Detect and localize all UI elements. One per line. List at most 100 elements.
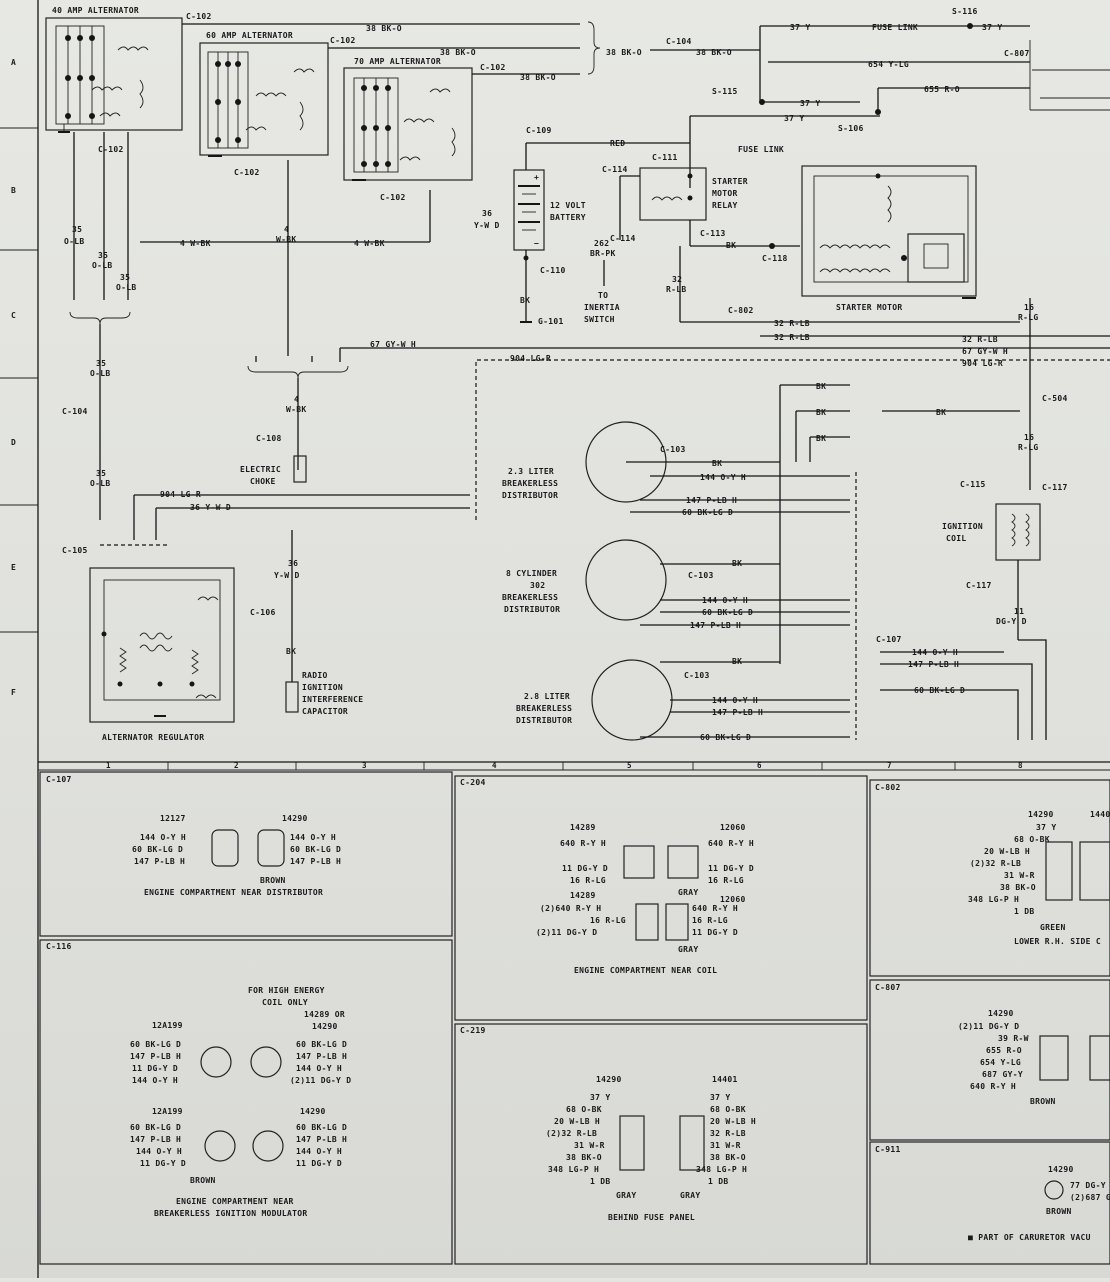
inertia-label-3: SWITCH (584, 315, 615, 324)
wire-32-e: 32 R-LB (962, 335, 998, 344)
c204-caption: ENGINE COMPARTMENT NEAR COIL (574, 966, 717, 975)
wire-37-c: 37 Y (800, 99, 820, 108)
row-marker-a: A (11, 58, 16, 67)
dist23-label-3: DISTRIBUTOR (502, 491, 558, 500)
wire-38-e: 38 BK-O (696, 48, 732, 57)
relay-label-2: MOTOR (712, 189, 738, 198)
battery-label-2: BATTERY (550, 213, 586, 222)
c802-left-5: 38 BK-O (1000, 883, 1036, 892)
wire-red: RED (610, 139, 625, 148)
left-harness: C-102 C-102 C-102 35 O-LB 35 O-LB 35 O-L… (62, 132, 499, 520)
c103-label-b: C-103 (688, 571, 714, 580)
c911-right-1: (2)687 G (1070, 1193, 1110, 1202)
c107-right-0: 144 O-Y H (290, 833, 336, 842)
radio-label-1: RADIO (302, 671, 328, 680)
c116-a-right-part-2: 14290 (312, 1022, 338, 1031)
c802-color: GREEN (1040, 923, 1066, 932)
coil-label-2: COIL (946, 534, 966, 543)
c219-right-5: 38 BK-O (710, 1153, 746, 1162)
c204-b-right-1: 16 R-LG (692, 916, 728, 925)
c107-left-1: 60 BK-LG D (132, 845, 183, 854)
c116-note-2: COIL ONLY (262, 998, 308, 1007)
ignition-coil: C-115 C-117 IGNITION COIL C-117 11 DG-Y … (942, 480, 1067, 740)
wire-bk-a: BK (816, 382, 826, 391)
c116-a-right-2: 144 O-Y H (296, 1064, 342, 1073)
right-harness-wires: C-802 32 R-LB 32 R-LB 32 R-LB 67 GY-W H … (340, 298, 1110, 520)
c911-tag: C-911 (875, 1145, 901, 1154)
coil-label-1: IGNITION (942, 522, 983, 531)
c219-left-part: 14290 (596, 1075, 622, 1084)
c107-color: BROWN (260, 876, 286, 885)
c219-color-left: GRAY (616, 1191, 636, 1200)
wire-655: 655 R-O (924, 85, 960, 94)
radio-label-4: CAPACITOR (302, 707, 348, 716)
dist23-label-2: BREAKERLESS (502, 479, 558, 488)
radio-label-2: IGNITION (302, 683, 343, 692)
wire-904-c: 904 LG-R (160, 490, 201, 499)
c107-panel-content: C-107 12127 14290 144 O-Y H 60 BK-LG D 1… (46, 775, 341, 897)
c204-color-b: GRAY (678, 945, 698, 954)
wire-4-b: 4 (284, 225, 289, 234)
wire-11-b: DG-Y D (996, 617, 1027, 626)
c106-label: C-106 (250, 608, 276, 617)
c116-b-right-0: 60 BK-LG D (296, 1123, 347, 1132)
choke-label-1: ELECTRIC (240, 465, 281, 474)
c103-label-a: C-103 (660, 445, 686, 454)
wire-67-a: 67 GY-W H (370, 340, 416, 349)
wire-147-d: 147 P-LB H (908, 660, 959, 669)
alternator-60-amp: 60 AMP ALTERNATOR (199, 31, 329, 157)
wire-147-c: 147 P-LB H (712, 708, 763, 717)
inertia-label-1: TO (598, 291, 608, 300)
wire-35-c: 35 (98, 251, 108, 260)
dist23-label-1: 2.3 LITER (508, 467, 554, 476)
wire-16-a: 16 (1024, 303, 1034, 312)
c219-right-3: 32 R-LB (710, 1129, 746, 1138)
c107-right-1: 60 BK-LG D (290, 845, 341, 854)
c104-label-top: C-104 (666, 37, 692, 46)
c204-b-left-2: (2)11 DG-Y D (536, 928, 597, 937)
c107-left-2: 147 P-LB H (134, 857, 185, 866)
c107-part-right: 14290 (282, 814, 308, 823)
c219-caption: BEHIND FUSE PANEL (608, 1213, 695, 1222)
c204-b-left-0: (2)640 R-Y H (540, 904, 601, 913)
c107-right-2: 147 P-LB H (290, 857, 341, 866)
wire-bk-dist302: BK (732, 559, 742, 568)
wire-bk-d: BK (936, 408, 946, 417)
row-marker-d: D (11, 438, 16, 447)
c116-b-right-1: 147 P-LB H (296, 1135, 347, 1144)
panel-c219 (454, 1023, 868, 1265)
wire-36-d: 36 (288, 559, 298, 568)
c802-left-6: 348 LG-P H (968, 895, 1019, 904)
c108-label: C-108 (256, 434, 282, 443)
c204-tag: C-204 (460, 778, 486, 787)
alternator-regulator: 904 LG-R 36 Y-W D C-105 ALTERNATOR REGUL… (62, 490, 470, 742)
c204-b-left-1: 16 R-LG (590, 916, 626, 925)
wire-35-b: O-LB (64, 237, 84, 246)
wire-904-b: 904 LG-R (962, 359, 1003, 368)
wire-147-a: 147 P-LB H (686, 496, 737, 505)
c116-a-left-2: 11 DG-Y D (132, 1064, 178, 1073)
wire-654: 654 Y-LG (868, 60, 909, 69)
c103-label-c: C-103 (684, 671, 710, 680)
col-marker-6: 6 (757, 761, 762, 770)
c219-left-6: 348 LG-P H (548, 1165, 599, 1174)
c102-label-b: C-102 (330, 36, 356, 45)
relay-label-3: RELAY (712, 201, 738, 210)
wire-4-c: W-BK (276, 235, 296, 244)
wire-144-a: 144 O-Y H (700, 473, 746, 482)
c102-label-a: C-102 (186, 12, 212, 21)
c116-b-left-3: 11 DG-Y D (140, 1159, 186, 1168)
c204-a-left-part: 14289 (570, 823, 596, 832)
c807-color: BROWN (1030, 1097, 1056, 1106)
wire-bk-starter: BK (726, 241, 736, 250)
wire-144-c: 144 O-Y H (712, 696, 758, 705)
s106-label: S-106 (838, 124, 864, 133)
alternator-40-amp: 40 AMP ALTERNATOR (45, 6, 183, 133)
c802-left-4: 31 W-R (1004, 871, 1035, 880)
battery: C-109 RED + − 12 VOLT BATTERY C-110 BK G… (513, 126, 690, 326)
c204-a-right-2: 16 R-LG (708, 876, 744, 885)
svg-text:−: − (534, 239, 539, 248)
c109-label: C-109 (526, 126, 552, 135)
wire-35-a: 35 (72, 225, 82, 234)
c802-part: 14290 (1028, 810, 1054, 819)
